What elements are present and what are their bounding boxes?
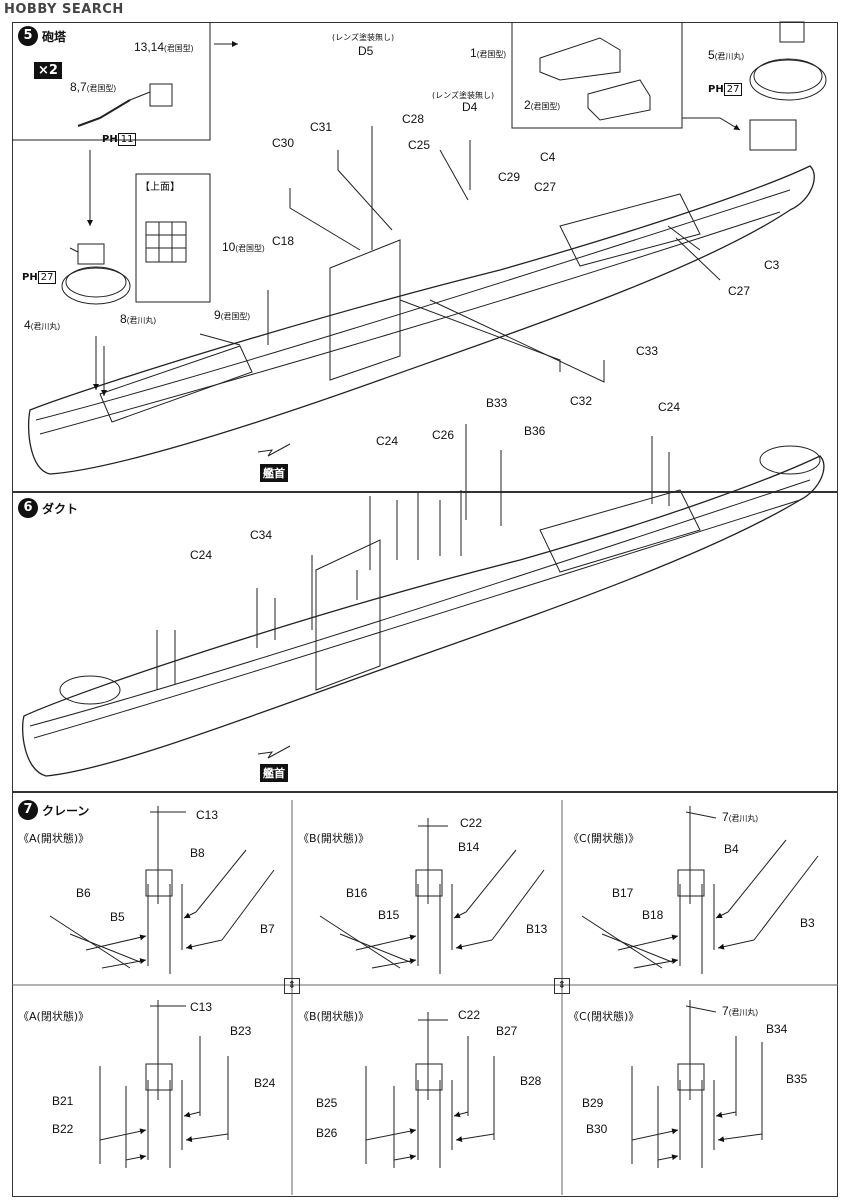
lens-note-d4: (レンズ塗装無し) (432, 91, 495, 100)
label-C34: C34 (250, 528, 273, 542)
label-B7: B7 (260, 922, 275, 936)
label-B21: B21 (52, 1094, 74, 1108)
times-two-badge: ×2 (34, 62, 62, 79)
step7-number: 7 (18, 800, 38, 820)
bow-label-step5: 艦首 (260, 464, 288, 482)
label-B4: B4 (724, 842, 739, 856)
label-C25: C25 (408, 138, 431, 152)
crane-a-open-title: 《A(開状態)》 (18, 832, 90, 845)
label-B35: B35 (786, 1072, 808, 1086)
step5-frame (12, 22, 838, 492)
label-C30: C30 (272, 136, 295, 150)
watermark: HOBBY SEARCH (4, 2, 124, 17)
label-C13-closed: C13 (190, 1000, 213, 1014)
label-C33: C33 (636, 344, 659, 358)
label-B29: B29 (582, 1096, 604, 1110)
label-C24-left: C24 (190, 548, 213, 562)
label-C31: C31 (310, 120, 333, 134)
crane-b-closed-title: 《B(閉状態)》 (298, 1010, 370, 1023)
label-C22-open: C22 (460, 816, 483, 830)
label-part-5: 5(君川丸) (708, 48, 745, 62)
label-B3: B3 (800, 916, 815, 930)
label-C28: C28 (402, 112, 425, 126)
crane-c-closed-title: 《C(閉状態)》 (568, 1010, 640, 1023)
label-B17: B17 (612, 886, 634, 900)
label-7-open: 7(君川丸) (722, 810, 759, 824)
label-B6: B6 (76, 886, 91, 900)
label-7-closed: 7(君川丸) (722, 1004, 759, 1018)
label-B28: B28 (520, 1074, 542, 1088)
label-B18: B18 (642, 908, 664, 922)
crane-c-open-title: 《C(開状態)》 (568, 832, 640, 845)
label-part-9: 9(君国型) (214, 308, 251, 322)
label-B25: B25 (316, 1096, 338, 1110)
label-B16: B16 (346, 886, 368, 900)
label-C32: C32 (570, 394, 593, 408)
label-C24-right: C24 (658, 400, 681, 414)
label-B26: B26 (316, 1126, 338, 1140)
label-B13: B13 (526, 922, 548, 936)
label-C24-mid: C24 (376, 434, 399, 448)
label-B27: B27 (496, 1024, 518, 1038)
label-B8: B8 (190, 846, 205, 860)
bow-label-step6: 艦首 (260, 764, 288, 782)
step7-frame (12, 792, 838, 1197)
label-part-1: 1(君国型) (470, 46, 507, 60)
swap-symbol-right: ⇕ (554, 978, 570, 994)
label-part-4: 4(君川丸) (24, 318, 61, 332)
label-C27-top: C27 (534, 180, 557, 194)
label-D5: D5 (358, 44, 374, 58)
label-part-2: 2(君国型) (524, 98, 561, 112)
label-C13-open: C13 (196, 808, 219, 822)
step7-title: クレーン (42, 804, 90, 818)
label-B36: B36 (524, 424, 546, 438)
label-C27-bottom: C27 (728, 284, 751, 298)
step6-title: ダクト (42, 502, 79, 516)
label-D4: D4 (462, 100, 478, 114)
swap-symbol-left: ⇕ (284, 978, 300, 994)
label-part-10: 10(君国型) (222, 240, 265, 254)
label-C26: C26 (432, 428, 455, 442)
label-8-7: 8,7(君国型) (70, 80, 117, 94)
label-C29: C29 (498, 170, 521, 184)
label-part-8: 8(君川丸) (120, 312, 157, 326)
label-B23: B23 (230, 1024, 252, 1038)
label-B24: B24 (254, 1076, 276, 1090)
label-C18: C18 (272, 234, 295, 248)
label-B34: B34 (766, 1022, 788, 1036)
crane-b-open-title: 《B(開状態)》 (298, 832, 370, 845)
top-view-label: 【上面】 (140, 182, 180, 193)
label-B33: B33 (486, 396, 508, 410)
label-B30: B30 (586, 1122, 608, 1136)
label-B14: B14 (458, 840, 480, 854)
label-B15: B15 (378, 908, 400, 922)
label-C4: C4 (540, 150, 556, 164)
step6-number: 6 (18, 498, 38, 518)
step5-title: 砲塔 (42, 30, 67, 44)
crane-a-closed-title: 《A(閉状態)》 (18, 1010, 90, 1023)
lens-note-d5: (レンズ塗装無し) (332, 33, 395, 42)
label-B5: B5 (110, 910, 125, 924)
label-13-14: 13,14(君国型) (134, 40, 194, 54)
label-C3: C3 (764, 258, 780, 272)
step5-number: 5 (18, 26, 38, 46)
step6-frame (12, 492, 838, 792)
label-C22-closed: C22 (458, 1008, 481, 1022)
label-B22: B22 (52, 1122, 74, 1136)
